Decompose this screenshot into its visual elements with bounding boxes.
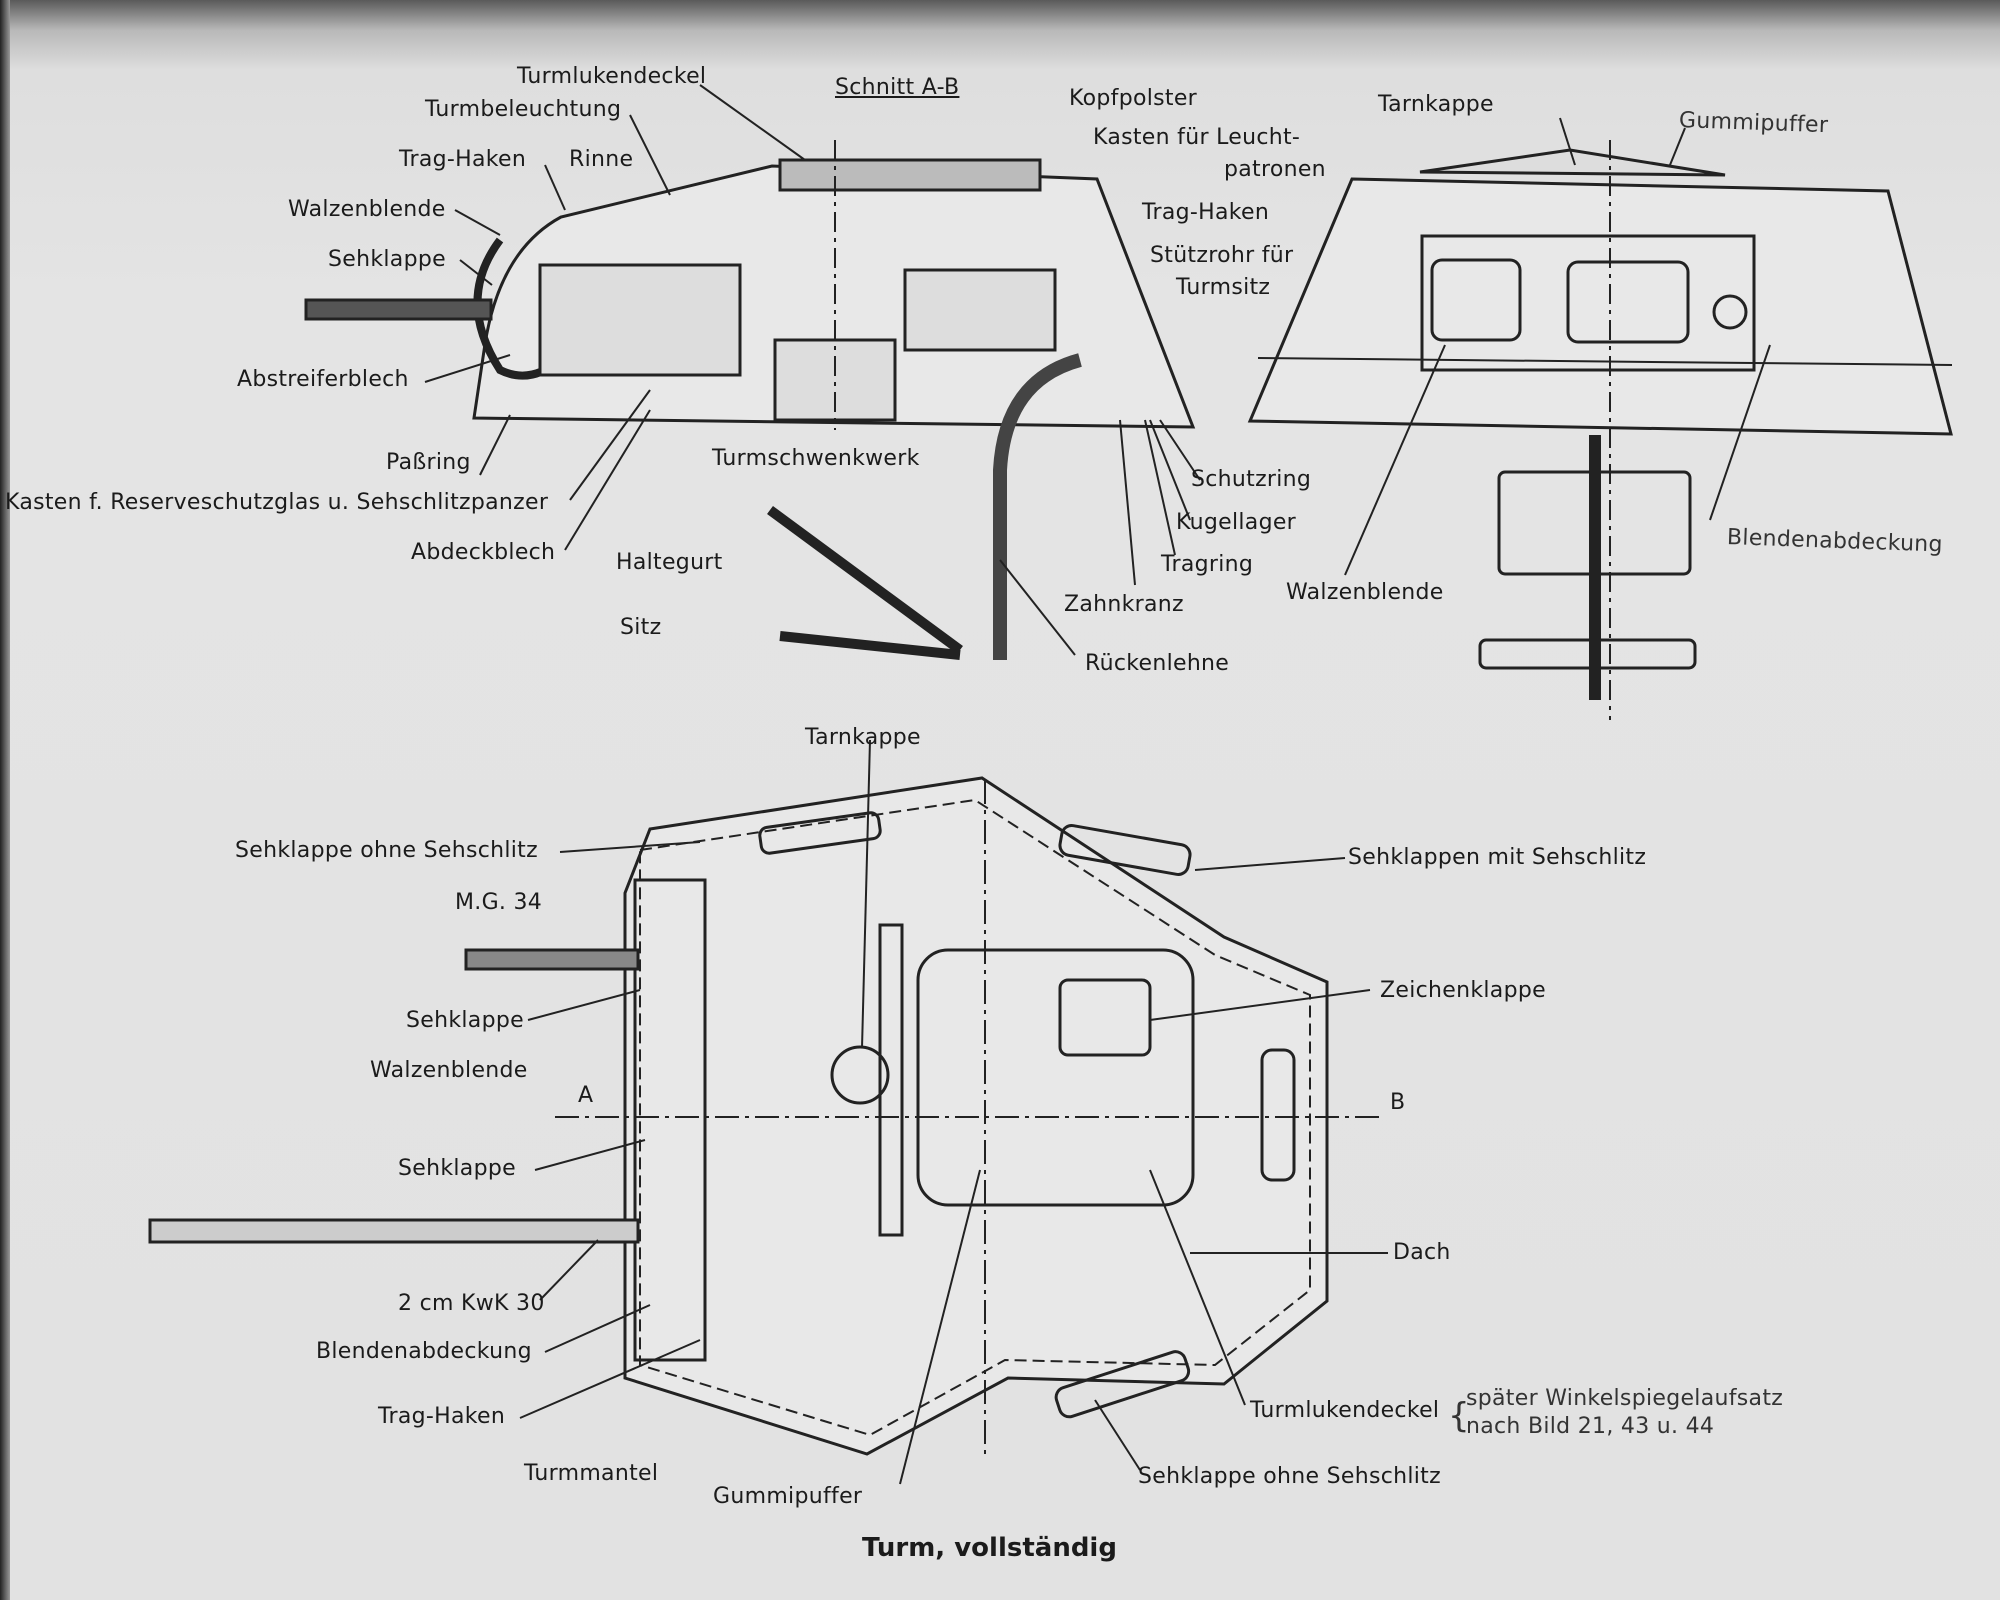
label-sehklappe-ohne-2: Sehklappe ohne Sehschlitz — [1138, 1464, 1441, 1489]
label-abstreiferblech: Abstreiferblech — [237, 367, 409, 392]
label-walzenblende-top: Walzenblende — [370, 1058, 528, 1083]
front-turret-outline — [1247, 177, 1953, 436]
label-gummipuffer-front: Gummipuffer — [1678, 108, 1829, 139]
label-zahnkranz: Zahnkranz — [1064, 592, 1184, 617]
tarnkappe-front — [1419, 148, 1726, 177]
label-stuetzrohr-1: Stützrohr für — [1150, 243, 1294, 268]
label-kopfpolster: Kopfpolster — [1069, 86, 1198, 111]
figure-caption: Turm, vollständig — [862, 1533, 1117, 1563]
page-edge-shadow — [0, 0, 10, 1600]
box-right — [903, 268, 1057, 352]
label-sehklappe-ohne-1: Sehklappe ohne Sehschlitz — [235, 838, 538, 863]
label-zeichenklappe: Zeichenklappe — [1380, 978, 1546, 1003]
slit-1 — [758, 811, 882, 855]
slit-4 — [1054, 1350, 1191, 1419]
label-trag-haken: Trag-Haken — [399, 147, 527, 172]
label-sehklappen-mit: Sehklappen mit Sehschlitz — [1348, 845, 1647, 870]
top-view-drawing — [148, 739, 1388, 1485]
hatch-outline — [916, 948, 1195, 1207]
support-pipe — [993, 353, 1082, 660]
label-abdeckblech: Abdeckblech — [411, 540, 556, 565]
slit-2 — [1058, 824, 1192, 876]
label-turmlukendeckel-top: Turmlukendeckel — [1250, 1398, 1440, 1423]
label-rinne: Rinne — [569, 147, 634, 172]
seat-arm — [767, 505, 963, 655]
label-schutzring: Schutzring — [1191, 467, 1312, 492]
label-walzenblende: Walzenblende — [288, 197, 446, 222]
tarnkappe-top — [830, 1045, 890, 1105]
mg-barrel-top — [464, 948, 640, 971]
label-turmlukendeckel: Turmlukendeckel — [517, 64, 707, 89]
label-haltegurt: Haltegurt — [616, 550, 723, 575]
label-tragring: Tragring — [1161, 552, 1254, 577]
seat — [779, 631, 961, 660]
label-passring: Paßring — [386, 450, 471, 475]
label-dach: Dach — [1393, 1240, 1451, 1265]
label-note-2: nach Bild 21, 43 u. 44 — [1466, 1414, 1715, 1439]
label-turmmantel: Turmmantel — [524, 1461, 659, 1486]
label-sehklappe-1: Sehklappe — [406, 1008, 524, 1033]
vision-port-2 — [1566, 260, 1690, 344]
label-walzenblende-front: Walzenblende — [1286, 580, 1444, 605]
front-view-drawing — [1247, 117, 1953, 720]
mantlet-bar — [878, 923, 904, 1237]
label-tarnkappe-top: Tarnkappe — [805, 725, 921, 750]
walzenblende-top — [633, 878, 707, 1362]
label-rueckenlehne: Rückenlehne — [1085, 651, 1230, 676]
slit-3 — [1260, 1048, 1296, 1182]
sight-circle — [1712, 294, 1748, 330]
label-kwk30: 2 cm KwK 30 — [398, 1291, 545, 1316]
inner-panel — [1420, 234, 1756, 372]
marker-b: B — [1390, 1090, 1406, 1115]
vision-port-1 — [1430, 258, 1522, 342]
mg-barrel-section — [304, 298, 493, 321]
label-turmbeleuchtung: Turmbeleuchtung — [425, 97, 622, 122]
gun-breech — [538, 263, 742, 377]
label-sehklappe: Sehklappe — [328, 247, 446, 272]
kwk-barrel — [148, 1218, 640, 1244]
label-sehklappe-2: Sehklappe — [398, 1156, 516, 1181]
label-kasten-leucht-2: patronen — [1224, 157, 1326, 182]
label-blendenabdeckung-top: Blendenabdeckung — [316, 1339, 532, 1364]
label-turmschwenkwerk: Turmschwenkwerk — [712, 446, 920, 471]
zeichenklappe-top — [1058, 978, 1152, 1057]
label-trag-haken-top: Trag-Haken — [378, 1404, 506, 1429]
label-sitz: Sitz — [620, 615, 662, 640]
label-kugellager: Kugellager — [1176, 510, 1297, 535]
kopfpolster-box — [778, 158, 1042, 192]
marker-a: A — [578, 1083, 594, 1108]
section-title: Schnitt A-B — [835, 75, 960, 100]
label-gummipuffer-top: Gummipuffer — [713, 1484, 863, 1509]
label-tarnkappe-front: Tarnkappe — [1378, 92, 1494, 117]
label-mg34: M.G. 34 — [455, 890, 543, 915]
base-plate — [1478, 638, 1697, 670]
label-note-1: später Winkelspiegelaufsatz — [1466, 1386, 1784, 1411]
label-stuetzrohr-2: Turmsitz — [1176, 275, 1271, 300]
label-kasten-reserve: Kasten f. Reserveschutzglas u. Sehschlit… — [5, 490, 549, 515]
label-trag-haken-right: Trag-Haken — [1142, 200, 1270, 225]
brace-icon: { — [1448, 1396, 1470, 1436]
label-kasten-leucht-1: Kasten für Leucht- — [1093, 125, 1301, 150]
section-view-drawing — [304, 84, 1201, 660]
